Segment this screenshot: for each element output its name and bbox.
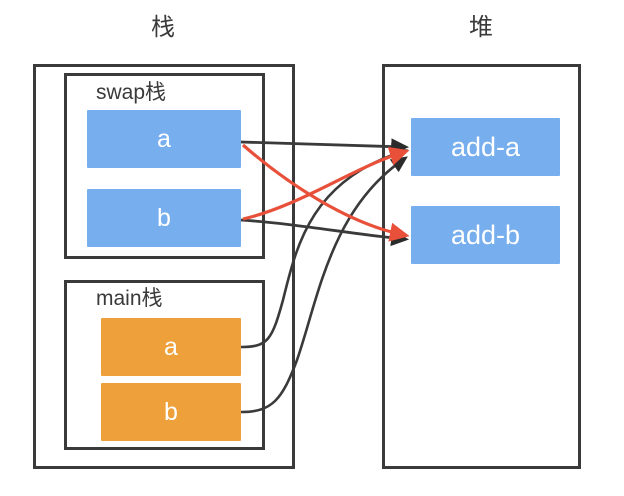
- swap-variable-b: b: [87, 189, 241, 247]
- swap-variable-a: a: [87, 110, 241, 168]
- heap-object-add-a: add-a: [411, 118, 560, 176]
- main-variable-a: a: [101, 318, 241, 376]
- main-variable-b: b: [101, 383, 241, 441]
- main-stack-frame-label: main栈: [96, 287, 163, 310]
- heap-column-title: 堆: [469, 14, 493, 41]
- swap-stack-frame-label: swap栈: [96, 81, 167, 104]
- stack-column-title: 栈: [151, 14, 175, 41]
- heap-object-add-b: add-b: [411, 206, 560, 264]
